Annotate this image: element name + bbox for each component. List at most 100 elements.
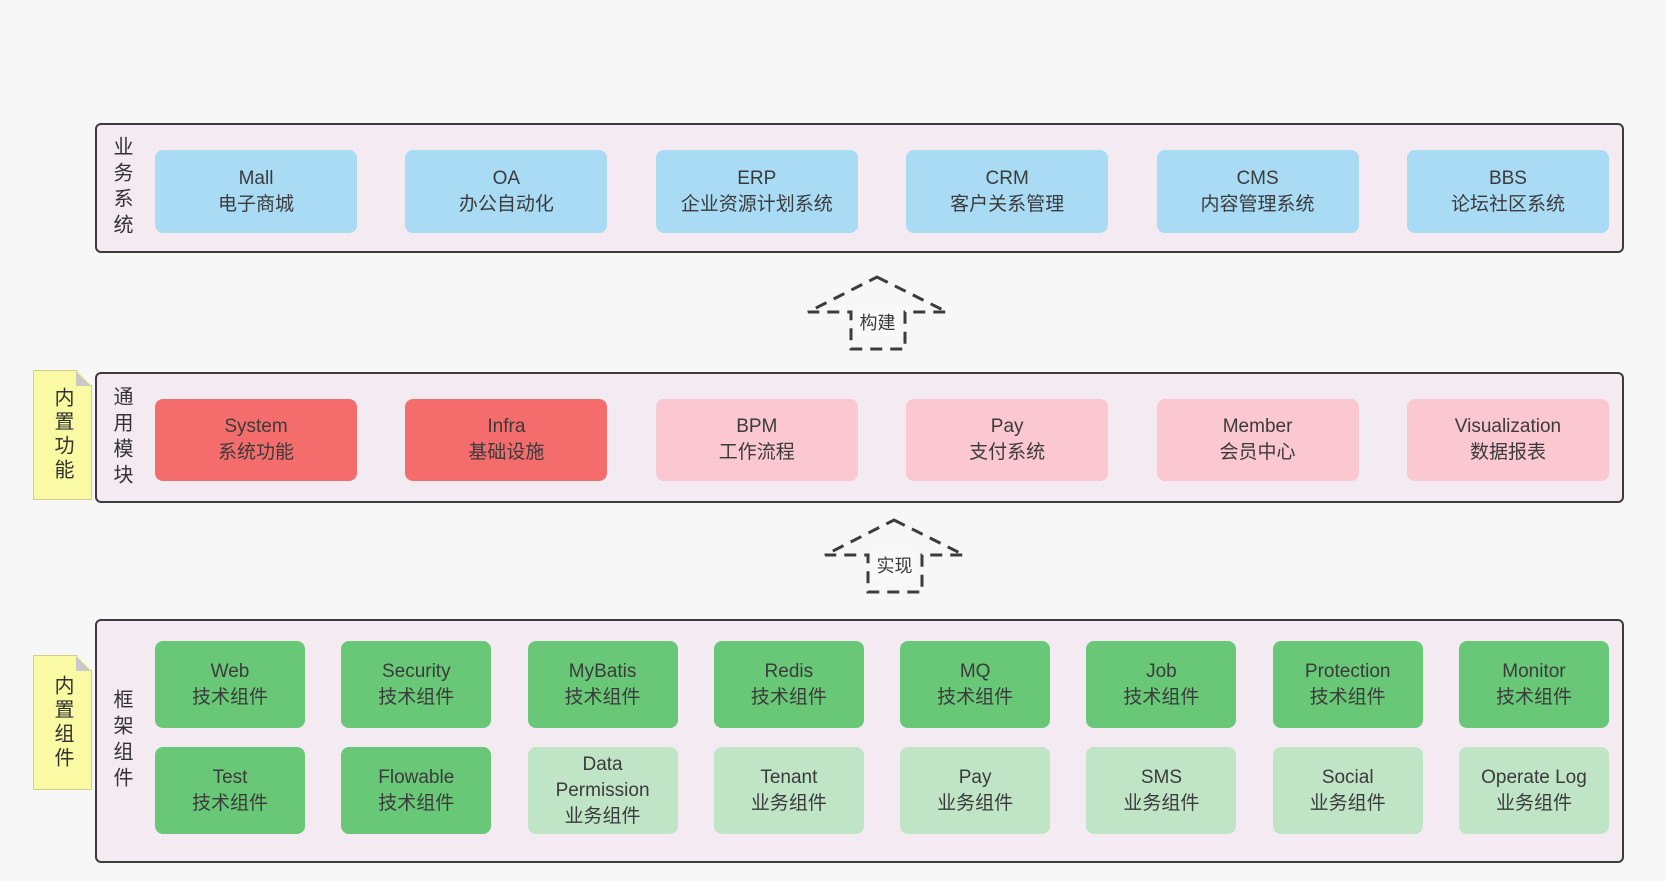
box-title: BBS bbox=[1488, 167, 1527, 189]
box-oa: OA 办公自动化 bbox=[405, 150, 608, 233]
box-title: Pay bbox=[958, 766, 992, 788]
box-subtitle: 支付系统 bbox=[969, 442, 1046, 463]
box-title: Infra bbox=[487, 416, 526, 437]
framework-components-row-1: Web 技术组件 Security 技术组件 MyBatis 技术组件 Redi… bbox=[155, 641, 1609, 728]
box-subtitle: 办公自动化 bbox=[458, 193, 554, 215]
box-title: Protection bbox=[1304, 660, 1391, 682]
box-member: Member 会员中心 bbox=[1156, 399, 1359, 481]
box-erp: ERP 企业资源计划系统 bbox=[655, 150, 858, 233]
box-subtitle: 技术组件 bbox=[378, 792, 455, 814]
folded-corner-icon bbox=[76, 371, 91, 386]
box-subtitle: 技术组件 bbox=[564, 686, 641, 708]
band-label-framework-components: 框架组件 bbox=[110, 689, 132, 793]
arrow-implement-label: 实现 bbox=[872, 551, 917, 579]
box-cms: CMS 内容管理系统 bbox=[1156, 150, 1359, 233]
box-title: Monitor bbox=[1502, 660, 1566, 682]
box-subtitle: 数据报表 bbox=[1469, 442, 1546, 463]
box-title: CRM bbox=[985, 167, 1029, 189]
box-title: CMS bbox=[1236, 167, 1279, 189]
box-subtitle: 技术组件 bbox=[191, 792, 268, 814]
common-modules-row: System 系统功能 Infra 基础设施 BPM 工作流程 Pay 支付系统… bbox=[155, 399, 1609, 481]
box-social: Social 业务组件 bbox=[1272, 747, 1423, 834]
band-framework-components: 框架组件 Web 技术组件 Security 技术组件 MyBatis 技术组件… bbox=[95, 619, 1624, 863]
box-title: Web bbox=[210, 660, 250, 682]
arrow-build-label: 构建 bbox=[855, 308, 900, 336]
box-subtitle: 基础设施 bbox=[468, 442, 545, 463]
box-subtitle: 业务组件 bbox=[1495, 792, 1572, 814]
box-subtitle: 业务组件 bbox=[1123, 792, 1200, 814]
box-security: Security 技术组件 bbox=[341, 641, 492, 728]
box-title: Flowable bbox=[378, 766, 455, 788]
box-bbs: BBS 论坛社区系统 bbox=[1406, 150, 1609, 233]
box-title: Tenant bbox=[760, 766, 818, 788]
box-subtitle: 技术组件 bbox=[1495, 686, 1572, 708]
dashed-up-arrow-icon bbox=[807, 275, 948, 351]
box-subtitle: 内容管理系统 bbox=[1200, 193, 1315, 215]
box-redis: Redis 技术组件 bbox=[713, 641, 864, 728]
box-subtitle: 论坛社区系统 bbox=[1450, 193, 1565, 215]
band-business-systems: 业务系统 Mall 电子商城 OA 办公自动化 ERP 企业资源计划系统 CRM… bbox=[95, 123, 1624, 253]
sticky-note-builtin-components: 内置组件 bbox=[33, 655, 92, 790]
box-title: Pay bbox=[990, 416, 1024, 437]
box-title: Visualization bbox=[1454, 416, 1562, 437]
arrow-build: 构建 bbox=[805, 274, 950, 352]
band-label-business-systems: 业务系统 bbox=[110, 136, 132, 240]
box-subtitle: 技术组件 bbox=[378, 686, 455, 708]
box-pay-module: Pay 支付系统 bbox=[906, 399, 1109, 481]
sticky-note-text: 内置组件 bbox=[51, 674, 73, 771]
framework-components-row-2: Test 技术组件 Flowable 技术组件 Data Permission … bbox=[155, 747, 1609, 834]
box-data-permission: Data Permission 业务组件 bbox=[527, 747, 678, 834]
box-subtitle: 技术组件 bbox=[937, 686, 1014, 708]
box-bpm: BPM 工作流程 bbox=[655, 399, 858, 481]
box-subtitle: 业务组件 bbox=[1309, 792, 1386, 814]
box-subtitle: 业务组件 bbox=[937, 792, 1014, 814]
box-mall: Mall 电子商城 bbox=[155, 150, 357, 233]
box-infra: Infra 基础设施 bbox=[405, 399, 608, 481]
box-title: Social bbox=[1321, 766, 1374, 788]
business-systems-row: Mall 电子商城 OA 办公自动化 ERP 企业资源计划系统 CRM 客户关系… bbox=[155, 150, 1609, 233]
folded-corner-icon bbox=[76, 656, 91, 671]
box-title: ERP bbox=[737, 167, 777, 189]
box-pay-component: Pay 业务组件 bbox=[900, 747, 1051, 834]
box-subtitle: 技术组件 bbox=[1123, 686, 1200, 708]
box-title: System bbox=[224, 416, 288, 437]
box-subtitle: 系统功能 bbox=[217, 442, 294, 463]
sticky-note-builtin-features: 内置功能 bbox=[33, 370, 92, 500]
dashed-up-arrow-icon bbox=[824, 518, 965, 594]
box-subtitle: 企业资源计划系统 bbox=[680, 193, 833, 215]
arrow-implement: 实现 bbox=[822, 517, 967, 595]
box-subtitle: 工作流程 bbox=[718, 442, 795, 463]
box-subtitle: 会员中心 bbox=[1219, 442, 1296, 463]
box-test: Test 技术组件 bbox=[155, 747, 305, 834]
box-title: Job bbox=[1146, 660, 1177, 682]
box-visualization: Visualization 数据报表 bbox=[1406, 399, 1609, 481]
box-system: System 系统功能 bbox=[155, 399, 357, 481]
box-title: MyBatis bbox=[568, 660, 637, 682]
sticky-note-text: 内置功能 bbox=[51, 387, 73, 483]
box-title: Redis bbox=[764, 660, 814, 682]
box-title: Data Permission bbox=[555, 753, 650, 801]
box-title: Operate Log bbox=[1481, 766, 1587, 788]
box-protection: Protection 技术组件 bbox=[1272, 641, 1423, 728]
box-title: Security bbox=[381, 660, 451, 682]
box-title: Member bbox=[1222, 416, 1293, 437]
box-title: Test bbox=[212, 766, 248, 788]
box-subtitle: 业务组件 bbox=[564, 805, 641, 827]
box-subtitle: 电子商城 bbox=[217, 193, 294, 215]
box-operate-log: Operate Log 业务组件 bbox=[1458, 747, 1609, 834]
box-title: MQ bbox=[959, 660, 991, 682]
box-subtitle: 业务组件 bbox=[750, 792, 827, 814]
box-monitor: Monitor 技术组件 bbox=[1458, 641, 1609, 728]
box-mybatis: MyBatis 技术组件 bbox=[527, 641, 678, 728]
box-subtitle: 技术组件 bbox=[750, 686, 827, 708]
box-crm: CRM 客户关系管理 bbox=[906, 150, 1109, 233]
box-subtitle: 技术组件 bbox=[1309, 686, 1386, 708]
box-title: BPM bbox=[736, 416, 778, 437]
box-web: Web 技术组件 bbox=[155, 641, 305, 728]
box-subtitle: 技术组件 bbox=[191, 686, 268, 708]
box-subtitle: 客户关系管理 bbox=[950, 193, 1065, 215]
box-job: Job 技术组件 bbox=[1086, 641, 1237, 728]
box-title: OA bbox=[492, 167, 521, 189]
box-tenant: Tenant 业务组件 bbox=[713, 747, 864, 834]
band-label-common-modules: 通用模块 bbox=[110, 385, 132, 490]
